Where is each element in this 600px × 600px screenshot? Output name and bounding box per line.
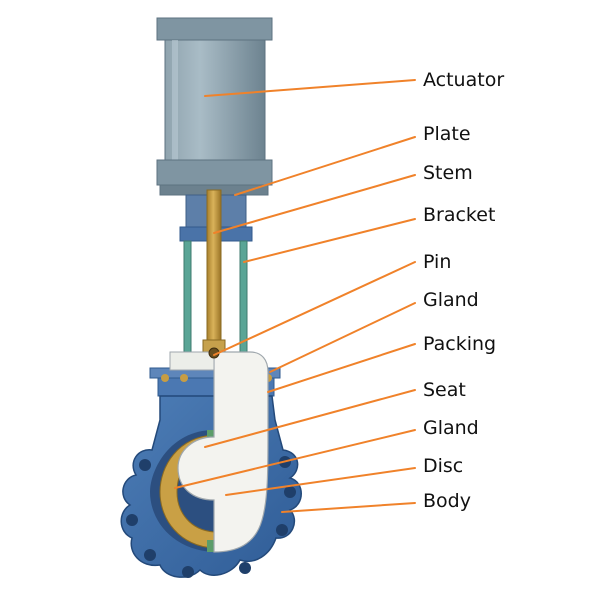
leader-packing [267,343,416,393]
leader-disc [225,467,416,496]
label-pin: Pin [423,251,451,273]
label-gland-bottom: Gland [423,417,479,439]
leader-bracket [243,218,416,263]
leader-actuator [204,79,416,97]
label-body: Body [423,490,471,512]
leader-pin [213,261,416,356]
label-disc: Disc [423,455,463,477]
label-packing: Packing [423,333,496,355]
leader-lines [174,79,416,513]
label-plate: Plate [423,123,471,145]
label-seat: Seat [423,379,466,401]
actuator [156,17,273,196]
leader-gland-bottom [174,429,416,489]
label-gland-top: Gland [423,289,479,311]
leader-seat [204,389,416,448]
leader-plate [234,136,416,196]
label-bracket: Bracket [423,204,495,226]
label-actuator: Actuator [423,69,504,91]
leader-gland-top [269,302,416,373]
leader-stem [213,174,416,234]
labels: Actuator Plate Stem Bracket Pin Gland Pa… [423,69,504,512]
leader-body [281,502,416,513]
disc [169,347,269,553]
label-stem: Stem [423,162,473,184]
